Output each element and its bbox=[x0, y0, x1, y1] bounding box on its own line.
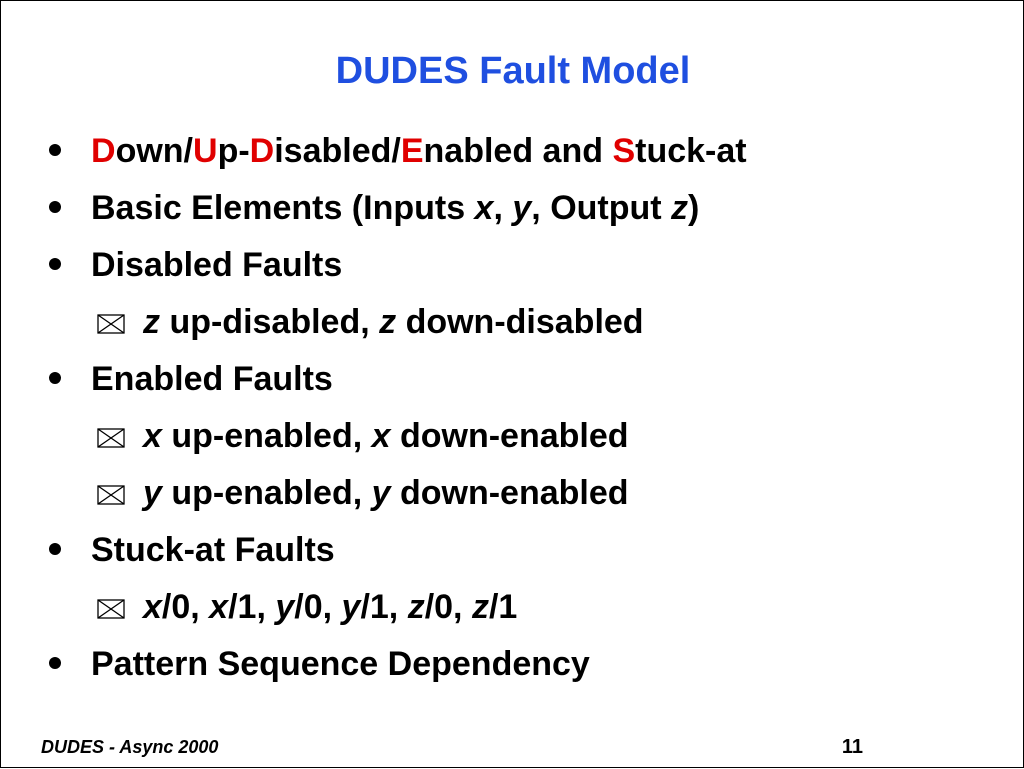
text-run: x bbox=[143, 417, 162, 455]
text-run: z bbox=[143, 303, 160, 341]
text-run: /0, bbox=[294, 588, 342, 626]
text-run: , bbox=[493, 189, 513, 227]
bullet-dot-icon bbox=[49, 201, 61, 213]
text-run: down-enabled bbox=[390, 474, 629, 512]
text-run: z bbox=[471, 588, 489, 626]
text-run: y bbox=[341, 588, 361, 626]
text-run: x bbox=[474, 189, 494, 227]
text-run: z bbox=[379, 303, 397, 341]
text-run: Enabled Faults bbox=[91, 360, 333, 398]
text-run: /1, bbox=[228, 588, 276, 626]
text-run: up-enabled, bbox=[161, 417, 372, 455]
bullet-text: Enabled Faults bbox=[91, 359, 333, 399]
slide-title: DUDES Fault Model bbox=[335, 50, 691, 92]
text-run: E bbox=[400, 132, 424, 170]
bullet-dot-icon bbox=[49, 657, 61, 669]
envelope-icon bbox=[97, 314, 125, 334]
text-run: x bbox=[209, 588, 229, 626]
text-run: y bbox=[143, 474, 162, 512]
bullet-dot-icon bbox=[49, 372, 61, 384]
subbullet-text: z up-disabled, z down-disabled bbox=[143, 302, 644, 342]
text-run: nabled and bbox=[423, 132, 613, 170]
text-run: Disabled Faults bbox=[91, 246, 343, 284]
envelope-icon bbox=[97, 485, 125, 505]
bullet-text: Down/Up-Disabled/Enabled and Stuck-at bbox=[91, 131, 747, 171]
text-run: D bbox=[91, 132, 116, 170]
text-run: Stuck-at Faults bbox=[91, 531, 335, 569]
text-run: , Output bbox=[531, 189, 672, 227]
bullet-text: Basic Elements (Inputs x, y, Output z) bbox=[91, 188, 699, 228]
bullet-dot-icon bbox=[49, 543, 61, 555]
text-run: z bbox=[407, 588, 425, 626]
text-run: S bbox=[612, 132, 636, 170]
text-run: /1, bbox=[360, 588, 408, 626]
text-run: x bbox=[371, 417, 391, 455]
envelope-icon bbox=[97, 428, 125, 448]
text-run: up-enabled, bbox=[161, 474, 372, 512]
text-run: Pattern Sequence Dependency bbox=[91, 645, 590, 683]
text-run: D bbox=[249, 132, 275, 170]
text-run: y bbox=[512, 189, 532, 227]
text-run: p- bbox=[217, 132, 250, 170]
text-run: U bbox=[193, 132, 218, 170]
text-run: down-enabled bbox=[390, 417, 629, 455]
bullet-text: Stuck-at Faults bbox=[91, 530, 335, 570]
text-run: down-disabled bbox=[396, 303, 644, 341]
text-run: /0, bbox=[161, 588, 210, 626]
text-run: Basic Elements (Inputs bbox=[91, 189, 475, 227]
footer-left: DUDES - Async 2000 bbox=[41, 737, 219, 757]
text-run: up-disabled, bbox=[160, 303, 380, 341]
text-run: x bbox=[143, 588, 162, 626]
text-run: own/ bbox=[115, 132, 193, 170]
text-run: isabled/ bbox=[274, 132, 401, 170]
envelope-icon bbox=[97, 599, 125, 619]
bullet-text: Disabled Faults bbox=[91, 245, 342, 285]
text-run: z bbox=[671, 189, 689, 227]
subbullet-text: y up-enabled, y down-enabled bbox=[143, 473, 629, 513]
page-number: 11 bbox=[841, 736, 863, 758]
bullet-dot-icon bbox=[49, 258, 61, 270]
text-run: /1 bbox=[488, 588, 518, 626]
text-run: /0, bbox=[424, 588, 472, 626]
text-run: y bbox=[275, 588, 295, 626]
text-run: y bbox=[371, 474, 391, 512]
subbullet-text: x/0, x/1, y/0, y/1, z/0, z/1 bbox=[143, 587, 517, 627]
bullet-text: Pattern Sequence Dependency bbox=[91, 644, 590, 684]
text-run: tuck-at bbox=[635, 132, 747, 170]
bullet-dot-icon bbox=[49, 144, 61, 156]
subbullet-text: x up-enabled, x down-enabled bbox=[143, 416, 629, 456]
text-run: ) bbox=[688, 189, 700, 227]
